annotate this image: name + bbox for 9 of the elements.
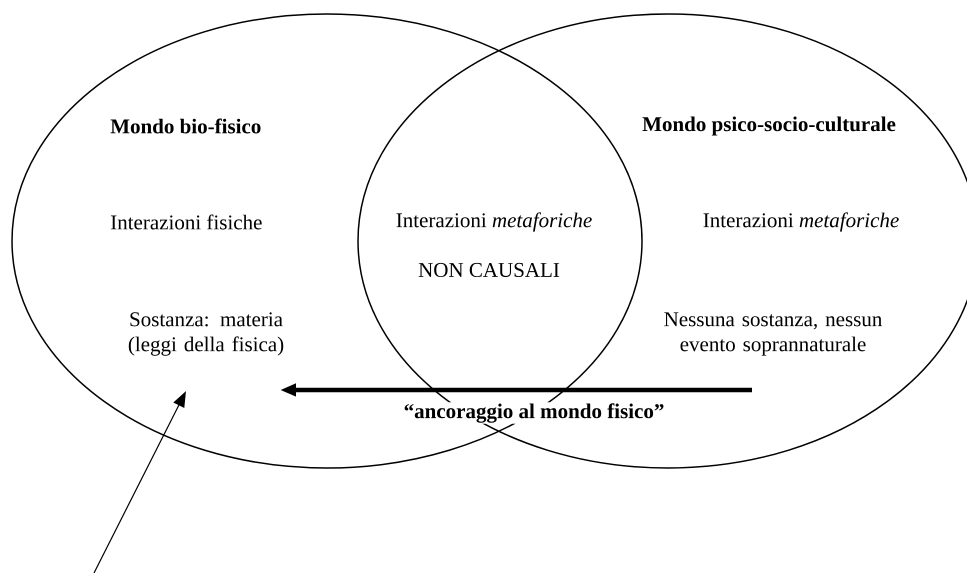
text-label: Interazioni metaforiche xyxy=(396,212,592,232)
text-label: NON CAUSALI xyxy=(418,262,560,278)
heading: Mondo bio-fisico xyxy=(110,118,260,134)
text-label: Nessuna sostanza, nessun evento soprannaturale xyxy=(664,312,882,356)
text-label: Interazioni fisiche xyxy=(110,214,262,230)
edge-label: “ancoraggio al mondo fisico” xyxy=(402,402,666,424)
text-label: Sostanza: materia (leggi della fisica) xyxy=(128,312,284,356)
text-label: Interazioni metaforiche xyxy=(704,212,899,232)
heading: Mondo psico-socio-culturale xyxy=(642,116,896,136)
